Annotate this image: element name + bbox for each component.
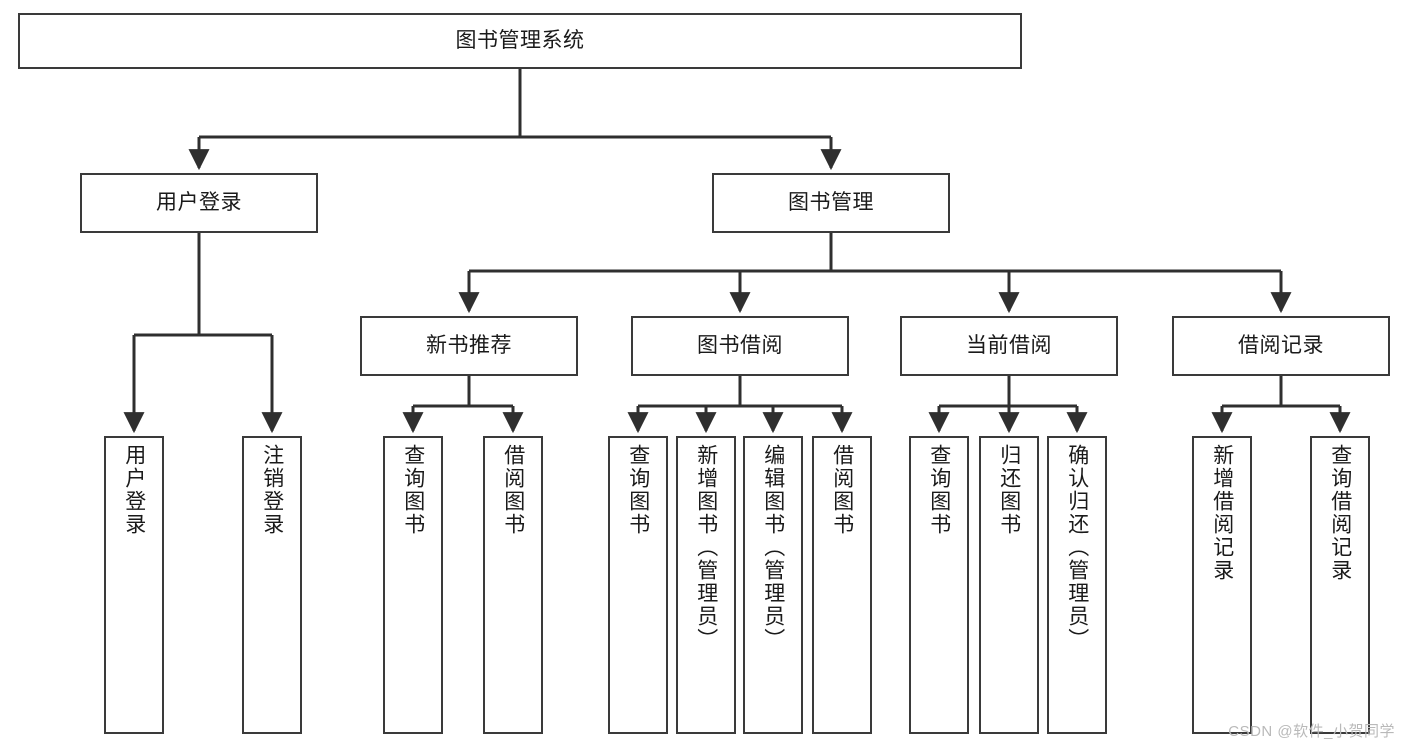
leaf-user-login-logout-label: 注销登录: [260, 444, 284, 536]
node-borrow-record-label: 借阅记录: [1238, 334, 1324, 358]
leaf-book-borrow-query-label: 查询图书: [626, 444, 650, 536]
node-book-borrow[interactable]: 图书借阅: [631, 316, 849, 376]
node-current-borrow-label: 当前借阅: [966, 334, 1052, 358]
leaf-book-borrow-edit-label: 编辑图书（管理员）: [761, 444, 785, 651]
node-book-management-label: 图书管理: [788, 191, 874, 215]
leaf-book-borrow-edit[interactable]: 编辑图书（管理员）: [743, 436, 803, 734]
leaf-new-book-query[interactable]: 查询图书: [383, 436, 443, 734]
leaf-borrow-record-query-label: 查询借阅记录: [1328, 444, 1352, 582]
leaf-user-login-login[interactable]: 用户登录: [104, 436, 164, 734]
node-book-management[interactable]: 图书管理: [712, 173, 950, 233]
node-user-login[interactable]: 用户登录: [80, 173, 318, 233]
leaf-book-borrow-borrow[interactable]: 借阅图书: [812, 436, 872, 734]
leaf-borrow-record-query[interactable]: 查询借阅记录: [1310, 436, 1370, 734]
csdn-watermark: CSDN @软件_小贺同学: [1228, 723, 1395, 740]
node-root-label: 图书管理系统: [455, 29, 585, 53]
node-user-login-label: 用户登录: [156, 191, 242, 215]
node-book-borrow-label: 图书借阅: [697, 334, 783, 358]
leaf-new-book-query-label: 查询图书: [401, 444, 425, 536]
leaf-book-borrow-add-label: 新增图书（管理员）: [694, 444, 718, 651]
node-borrow-record[interactable]: 借阅记录: [1172, 316, 1390, 376]
node-current-borrow[interactable]: 当前借阅: [900, 316, 1118, 376]
leaf-current-borrow-query-label: 查询图书: [927, 444, 951, 536]
leaf-current-borrow-query[interactable]: 查询图书: [909, 436, 969, 734]
leaf-current-borrow-confirm-return[interactable]: 确认归还（管理员）: [1047, 436, 1107, 734]
node-new-book-recommend[interactable]: 新书推荐: [360, 316, 578, 376]
leaf-current-borrow-confirm-return-label: 确认归还（管理员）: [1065, 444, 1089, 651]
leaf-current-borrow-return[interactable]: 归还图书: [979, 436, 1039, 734]
leaf-current-borrow-return-label: 归还图书: [997, 444, 1021, 536]
leaf-book-borrow-borrow-label: 借阅图书: [830, 444, 854, 536]
node-new-book-recommend-label: 新书推荐: [426, 334, 512, 358]
leaf-borrow-record-add-label: 新增借阅记录: [1210, 444, 1234, 582]
leaf-book-borrow-add[interactable]: 新增图书（管理员）: [676, 436, 736, 734]
leaf-book-borrow-query[interactable]: 查询图书: [608, 436, 668, 734]
leaf-borrow-record-add[interactable]: 新增借阅记录: [1192, 436, 1252, 734]
leaf-user-login-login-label: 用户登录: [122, 444, 146, 536]
node-root-book-management-system[interactable]: 图书管理系统: [18, 13, 1022, 69]
leaf-new-book-borrow[interactable]: 借阅图书: [483, 436, 543, 734]
leaf-new-book-borrow-label: 借阅图书: [501, 444, 525, 536]
leaf-user-login-logout[interactable]: 注销登录: [242, 436, 302, 734]
